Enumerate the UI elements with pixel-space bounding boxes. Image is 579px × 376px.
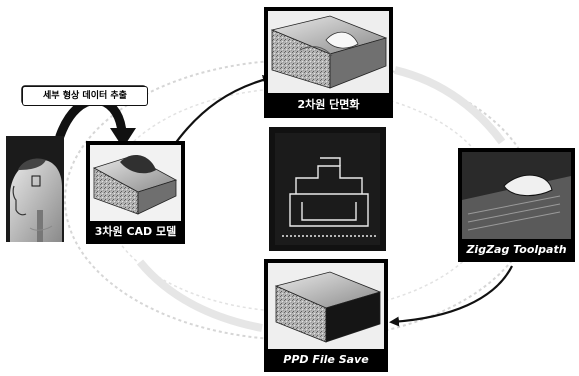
arrow-save-to-cad [140,262,262,328]
arrow-toolpath-to-save [392,266,512,322]
label-cad-model: 3차원 CAD 모델 [90,223,181,240]
arrow-cad-to-slicing [172,78,270,148]
arrow-slicing-to-toolpath [395,70,502,142]
label-toolpath: ZigZag Toolpath [462,241,571,258]
label-save: PPD File Save [268,351,384,368]
annotation-label: 세부 형상 데이터 추출 [22,86,148,106]
center-section-image [269,127,386,251]
head-image [6,136,64,242]
label-slicing: 2차원 단면화 [268,96,389,113]
